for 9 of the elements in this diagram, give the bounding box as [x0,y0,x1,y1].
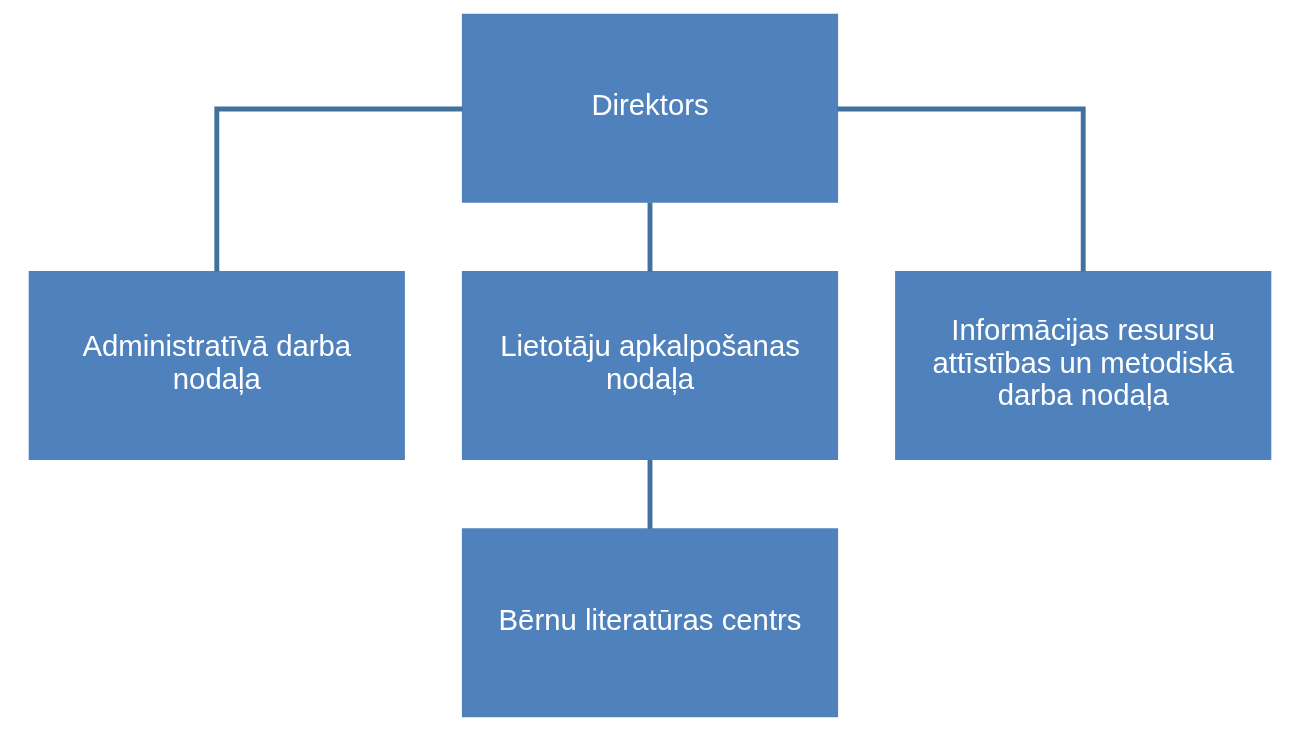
node-box: Direktors [461,13,838,203]
node-box: Bērnu literatūras centrs [461,528,838,718]
connector [647,459,652,529]
node-box: Informācijas resursu attīstības un metodiskā darba nodaļa [894,271,1271,460]
connector [837,106,1086,272]
node-box: Administratīvā darba nodaļa [28,271,405,460]
node-box: Lietotāju apkalpošanas nodaļa [461,271,838,460]
connector [647,202,652,272]
connector [213,106,462,272]
